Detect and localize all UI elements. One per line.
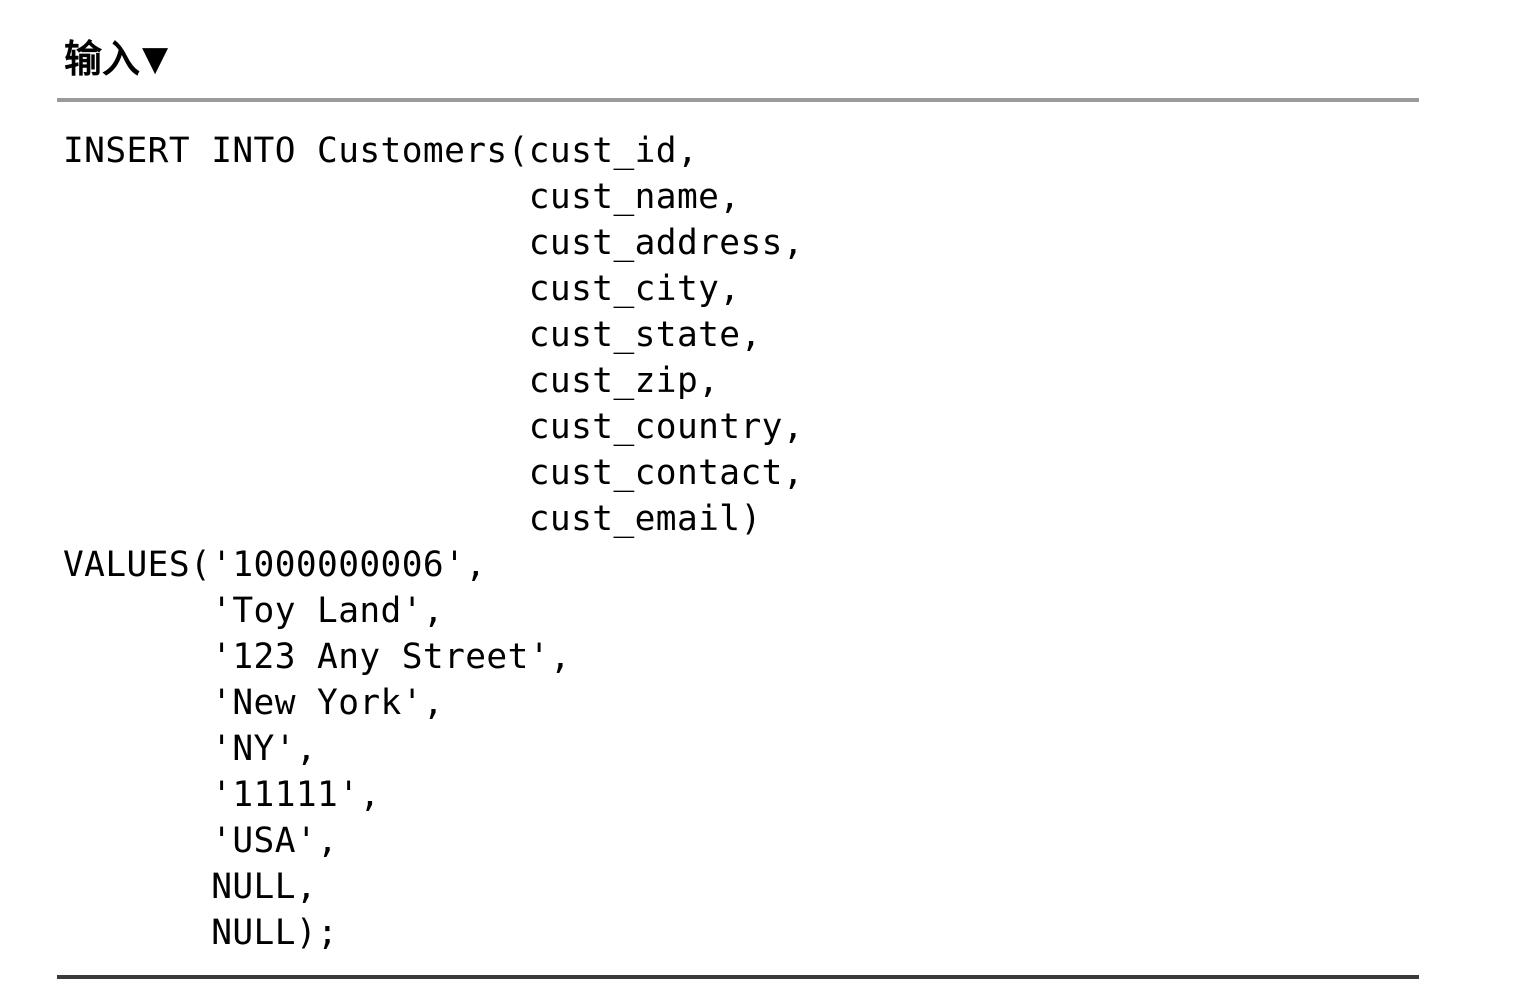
bottom-divider [57,975,1419,979]
code-line: cust_name, [63,177,741,217]
code-line: 'NY', [63,729,318,769]
code-line: cust_email) [63,499,762,539]
code-line: NULL); [63,913,339,953]
top-divider [57,98,1419,102]
code-line: VALUES('1000000006', [63,545,487,585]
code-line: 'USA', [63,821,339,861]
section-heading: 输入 ▼ [64,34,168,84]
code-block: INSERT INTO Customers(cust_id, cust_name… [63,128,804,956]
heading-title: 输入 [64,37,141,81]
code-line: cust_state, [63,315,762,355]
code-line: cust_country, [63,407,804,447]
code-line: NULL, [63,867,318,907]
triangle-down-icon: ▼ [142,39,169,79]
code-line: cust_city, [63,269,741,309]
code-line: INSERT INTO Customers(cust_id, [63,131,699,171]
code-line: '123 Any Street', [63,637,572,677]
code-line: 'New York', [63,683,445,723]
code-line: '11111', [63,775,381,815]
code-line: cust_zip, [63,361,720,401]
code-line: cust_address, [63,223,804,263]
code-line: 'Toy Land', [63,591,445,631]
code-line: cust_contact, [63,453,804,493]
